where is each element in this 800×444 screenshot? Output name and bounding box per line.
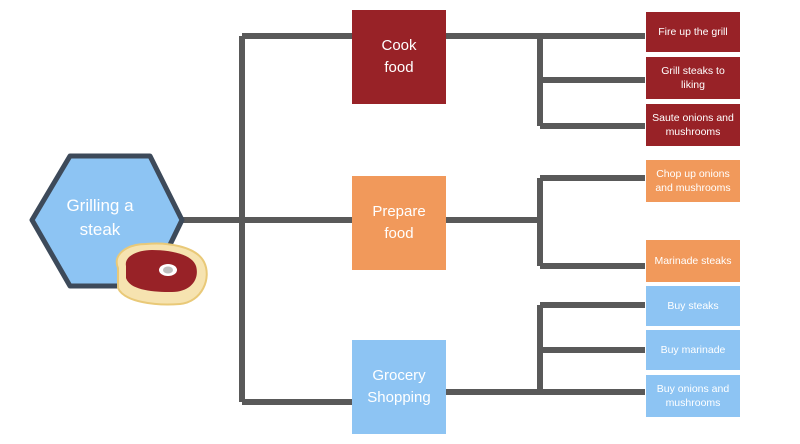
category-label-line-2: Shopping (367, 389, 431, 406)
category-label-line-1: Prepare (372, 203, 426, 220)
category-label-line-1: Grocery (372, 367, 426, 384)
task-label: Marinade steaks (654, 255, 732, 267)
task-chop-onions: Chop up onions and mushrooms (645, 159, 741, 203)
task-buy-steaks: Buy steaks (645, 285, 741, 327)
root-label: Grilling a steak (40, 194, 160, 242)
category-label-line-2: food (384, 225, 414, 242)
steak-icon (115, 242, 208, 306)
category-label-line-1: Cook (381, 37, 417, 54)
task-label: Buy marinade (660, 344, 726, 356)
category-prepare-food: Prepare food (352, 176, 446, 270)
task-label: Buy steaks (667, 300, 719, 312)
category-grocery-shopping: Grocery Shopping (352, 340, 446, 434)
task-saute-onions: Saute onions and mushrooms (645, 103, 741, 147)
task-fire-up-grill: Fire up the grill (645, 11, 741, 53)
task-label: Saute onions and mushrooms (652, 112, 734, 138)
root-label-line-2: steak (79, 220, 121, 239)
task-buy-onions: Buy onions and mushrooms (645, 374, 741, 418)
task-marinade-steaks: Marinade steaks (645, 239, 741, 283)
task-label: Chop up onions and mushrooms (655, 168, 731, 194)
task-buy-marinade: Buy marinade (645, 329, 741, 371)
task-label: Fire up the grill (658, 26, 728, 38)
task-grill-steaks: Grill steaks to liking (645, 56, 741, 100)
task-label: Buy onions and mushrooms (656, 383, 730, 409)
task-label: Grill steaks to liking (661, 65, 725, 91)
root-label-line-1: Grilling a (66, 196, 134, 215)
category-label-line-2: food (384, 59, 414, 76)
category-cook-food: Cook food (352, 10, 446, 104)
